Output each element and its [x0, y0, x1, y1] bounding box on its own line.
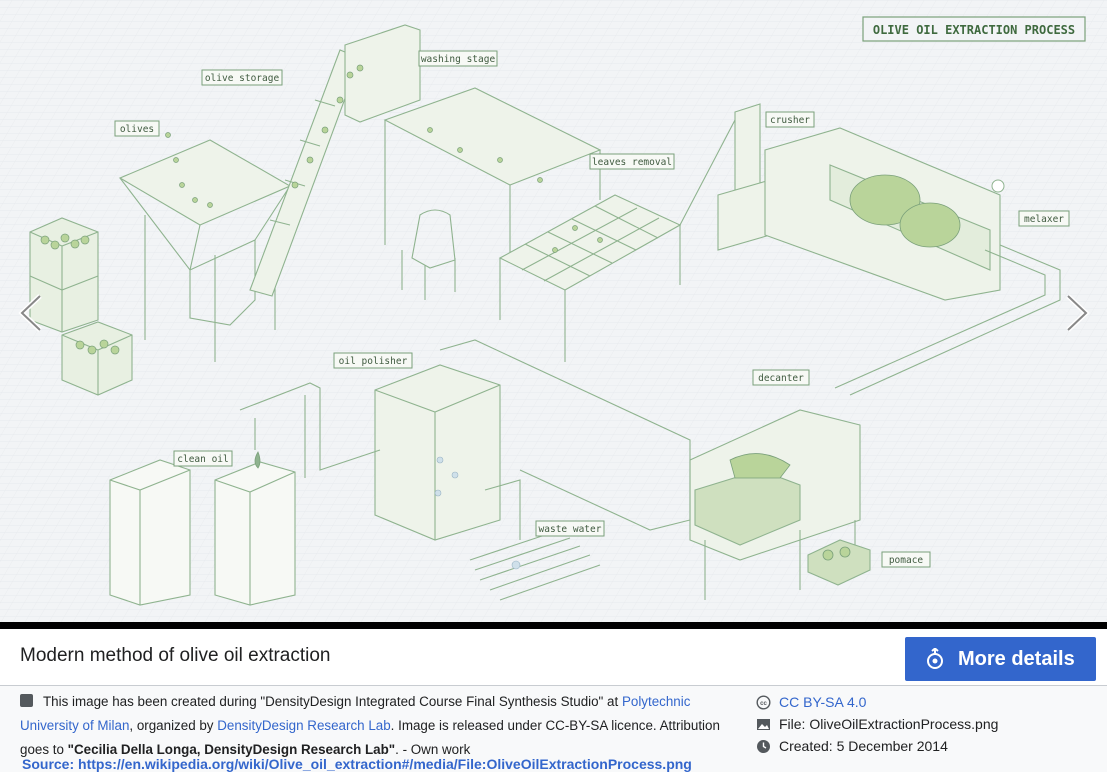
file-name: File: OliveOilExtractionProcess.png: [779, 716, 999, 732]
created-date: Created: 5 December 2014: [779, 738, 948, 754]
olive-hopper: [118, 139, 292, 362]
svg-text:decanter: decanter: [758, 373, 804, 384]
image-description: This image has been created during "Dens…: [20, 694, 720, 757]
pomace-bin: [807, 539, 871, 586]
densitydesign-link[interactable]: DensityDesign Research Lab: [217, 718, 391, 733]
decanter: [689, 409, 861, 600]
image-viewer: OLIVE OIL EXTRACTION PROCESS: [0, 0, 1107, 622]
svg-text:pomace: pomace: [889, 555, 924, 566]
water-drops: [434, 456, 521, 570]
svg-text:OLIVE OIL EXTRACTION PROCESS: OLIVE OIL EXTRACTION PROCESS: [873, 23, 1075, 37]
svg-text:oil polisher: oil polisher: [339, 356, 408, 367]
chevron-right-icon[interactable]: [1066, 294, 1090, 332]
olive-dots: [40, 64, 603, 355]
oil-polisher: [374, 364, 501, 541]
polytechnic-link[interactable]: Polytechnic University of Milan: [20, 694, 691, 733]
source-link[interactable]: Source: https://en.wikipedia.org/wiki/Ol…: [22, 756, 692, 772]
attribution: "Cecilia Della Longa, DensityDesign Rese…: [67, 742, 396, 757]
image-file-icon: [757, 718, 770, 730]
clean-oil-tanks: [109, 459, 296, 606]
svg-text:melaxer: melaxer: [1024, 214, 1064, 225]
crusher: [679, 103, 771, 251]
pipe-right: [834, 244, 1061, 396]
pipe-left: [239, 339, 691, 531]
info-panel: This image has been created during "Dens…: [0, 686, 1107, 772]
waste-water-grate: [469, 479, 601, 601]
svg-text:olive storage: olive storage: [205, 73, 280, 84]
cc-license-icon: cc: [756, 694, 771, 710]
image-title: Modern method of olive oil extraction: [20, 645, 331, 666]
svg-text:olives: olives: [120, 124, 154, 135]
divider: [0, 622, 1107, 629]
oil-drop-icon: [254, 451, 261, 469]
gauge-icon: [991, 179, 1005, 193]
chevron-left-icon[interactable]: [18, 294, 42, 332]
clock-icon: [757, 739, 770, 753]
svg-text:crusher: crusher: [770, 115, 810, 126]
description-icon: [20, 694, 33, 707]
image-metadata: cc CC BY-SA 4.0 File: OliveOilExtraction…: [756, 691, 998, 757]
svg-text:washing stage: washing stage: [421, 54, 496, 65]
caption-bar: Modern method of olive oil extraction Mo…: [0, 629, 1107, 686]
olive-oil-infographic: OLIVE OIL EXTRACTION PROCESS: [0, 0, 1107, 622]
infographic-title: OLIVE OIL EXTRACTION PROCESS: [862, 16, 1086, 42]
svg-text:waste water: waste water: [539, 524, 602, 535]
commons-logo-icon: [927, 648, 943, 669]
more-details-button[interactable]: More details: [905, 637, 1096, 681]
chair: [401, 209, 456, 300]
paste-mass-icon: [849, 174, 921, 226]
more-details-label: More details: [958, 647, 1075, 670]
svg-text:clean oil: clean oil: [177, 454, 228, 465]
process-labels: olive storage washing stage olives leave…: [114, 50, 1070, 568]
license-link[interactable]: CC BY-SA 4.0: [779, 694, 867, 710]
decanter-paste: [729, 453, 791, 479]
svg-text:leaves removal: leaves removal: [592, 157, 672, 168]
svg-text:cc: cc: [760, 701, 767, 707]
